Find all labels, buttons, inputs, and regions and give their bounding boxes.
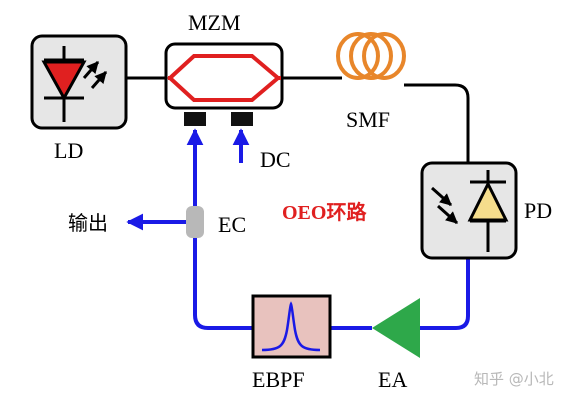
electrical-path [126,128,470,330]
optical-path [126,76,470,163]
mzm-label: MZM [188,10,241,35]
ebpf-label: EBPF [252,367,305,392]
amplifier-icon [372,298,420,358]
mzm-modulator [164,42,284,126]
bandpass-filter-icon [251,294,332,359]
ld-label: LD [54,138,83,163]
electrical-line-pd-ea [416,258,470,330]
output-label: 输出 [68,211,108,235]
smf-label: SMF [346,107,390,132]
ea-label: EA [378,367,407,392]
optical-line-smf-pd [404,83,470,163]
electrical-line-ebpf-ec [193,238,253,330]
dc-label: DC [260,147,291,172]
ec-label: EC [218,212,246,237]
fiber-coil-icon [336,32,406,80]
watermark: 知乎 @小北 [474,370,554,388]
pd-label: PD [524,198,552,223]
mzm-rf-electrode [184,112,206,126]
electrical-coupler [186,206,204,238]
photodiode-icon [420,161,518,260]
loop-label: OEO环路 [282,200,367,224]
laser-diode-icon [30,34,128,130]
mzm-dc-electrode [231,112,253,126]
